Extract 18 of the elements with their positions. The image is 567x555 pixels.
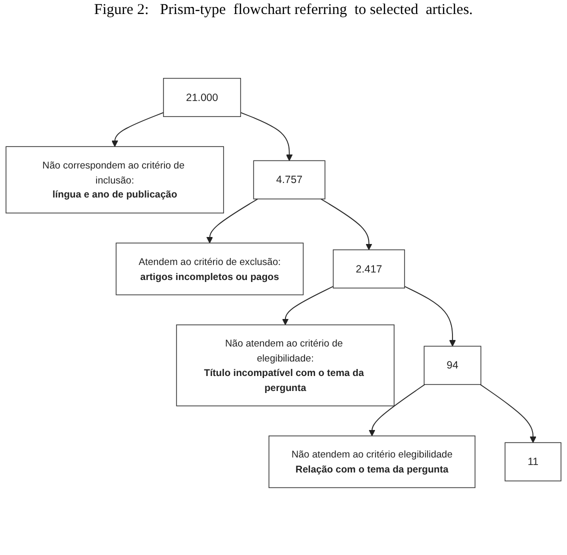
arrow (282, 286, 334, 326)
arrow (206, 198, 258, 244)
figure-title: Figure 2: Prism-type flowchart referring to selected articles. (93, 2, 474, 19)
node-box: 94 (424, 346, 482, 385)
node-box: Não atendem ao critério de elegibilidade: Título incompatível com o tema da pergunta (176, 324, 394, 406)
node-box: 11 (504, 442, 562, 482)
node-box: Atendem ao critério de exclusão: artigos incompletos ou pagos (116, 242, 304, 296)
node-box: 21.000 (163, 78, 242, 117)
arrow (320, 198, 372, 250)
node-box: 2.417 (332, 249, 405, 288)
arrow (240, 112, 293, 161)
arrow (480, 384, 536, 443)
node-box: Não atendem ao critério elegibilidade Relação com o tema da pergunta (268, 436, 476, 488)
arrow (112, 112, 164, 147)
node-box: 4.757 (253, 160, 326, 200)
arrow (404, 286, 456, 347)
arrow (368, 384, 426, 436)
node-box: Não correspondem ao critério de inclusão: língua e ano de publicação (6, 146, 224, 214)
